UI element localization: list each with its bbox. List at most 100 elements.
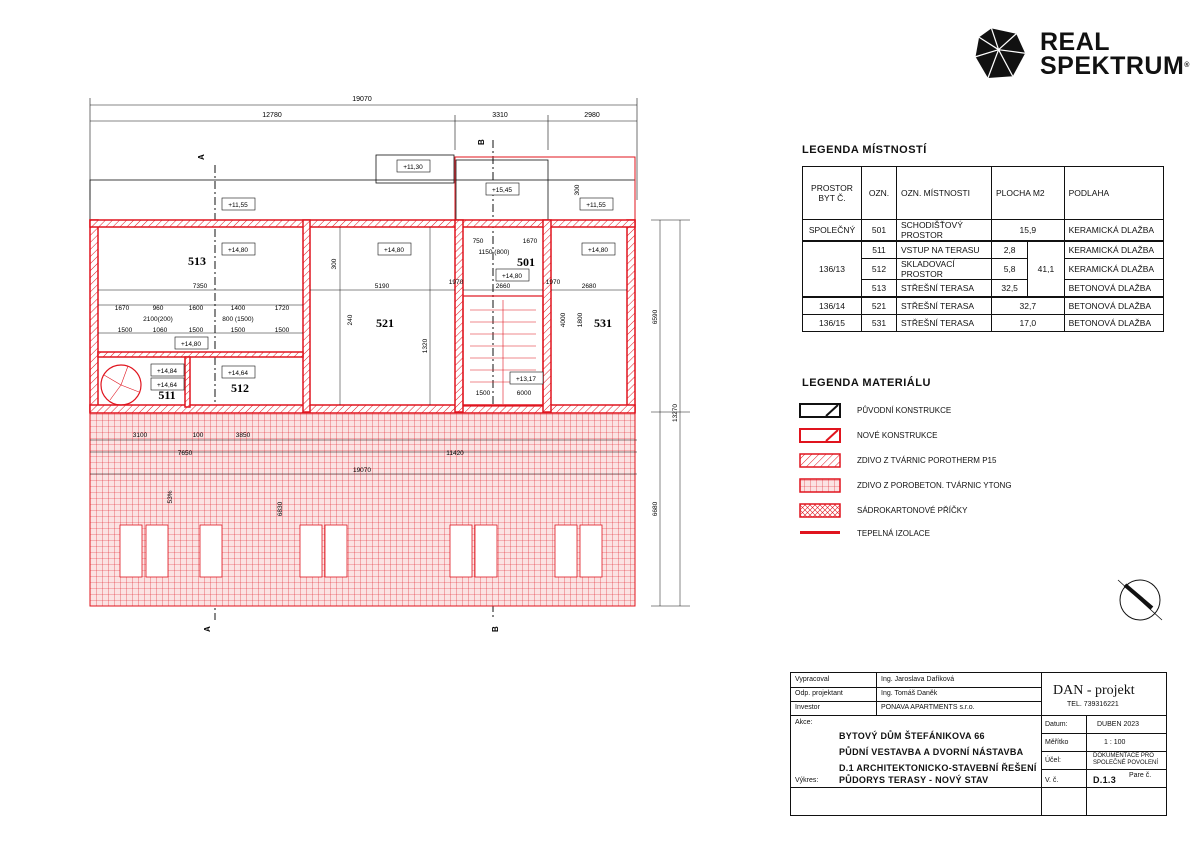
cell-name: SCHODIŠŤOVÝ PROSTOR: [896, 219, 992, 242]
dim-label: 2660: [496, 283, 511, 290]
label-odp: Odp. projektant: [795, 690, 843, 697]
table-row: 136/13 511 VSTUP NA TERASU 2,8 41,1 KERA…: [802, 240, 1165, 298]
dim-label: 1970: [546, 279, 561, 286]
legend-label: NOVÉ KONSTRUKCE: [857, 431, 938, 440]
level-label: +14,80: [228, 247, 248, 254]
cell-floor: BETONOVÁ DLAŽBA: [1063, 314, 1165, 332]
akce-line3: D.1 ARCHITEKTONICKO-STAVEBNÍ ŘEŠENÍ: [839, 763, 1037, 773]
cell-name: SKLADOVACÍ PROSTOR: [896, 258, 992, 280]
room-512: 512: [231, 381, 249, 395]
table-row: 136/15 531 STŘEŠNÍ TERASA 17,0 BETONOVÁ …: [802, 314, 1165, 332]
table-row: 513 STŘEŠNÍ TERASA 32,5 BETONOVÁ DLAŽBA: [803, 279, 1165, 298]
dim-label: 300: [331, 258, 338, 269]
label-meritko: Měřítko: [1045, 739, 1069, 746]
cell-area: 5,8: [990, 258, 1029, 280]
dim-label: 1500: [476, 390, 491, 397]
cell-prostor: 136/15: [802, 314, 862, 332]
dim-label: 6830: [277, 501, 284, 516]
registered-mark: ®: [1184, 62, 1190, 69]
cell-name: STŘEŠNÍ TERASA: [896, 279, 992, 298]
title-block: Vypracoval Ing. Jaroslava Dafíková Odp. …: [790, 672, 1167, 816]
logo-icon: [975, 28, 1026, 79]
slope-label: 53%: [167, 490, 174, 503]
cell-area: 32,7: [991, 296, 1065, 315]
akce-line1: BYTOVÝ DŮM ŠTEFÁNIKOVA 66: [839, 731, 985, 741]
dim-label: 1670: [523, 238, 538, 245]
room-511: 511: [158, 388, 175, 402]
level-label: +14,80: [502, 273, 522, 280]
value-ucel2: SPOLEČNÉ POVOLENÍ: [1093, 760, 1159, 766]
level-label: +14,80: [181, 341, 201, 348]
label-akce: Akce:: [795, 719, 813, 726]
level-label: +14,64: [228, 370, 248, 377]
cell-prostor: SPOLEČNÝ: [802, 219, 862, 242]
cell-area: 17,0: [991, 314, 1065, 332]
cell-area: 32,5: [990, 279, 1029, 298]
level-label: +11,30: [403, 164, 423, 171]
dim-label: 4000: [560, 312, 567, 327]
dim-label: 6590: [652, 309, 659, 324]
cell-area: 2,8: [990, 240, 1029, 259]
value-odp: Ing. Tomáš Daněk: [881, 690, 938, 697]
legend-label: ZDIVO Z TVÁRNIC POROTHERM P15: [857, 456, 997, 465]
section-mark-b-bottom: B: [491, 626, 500, 632]
value-meritko: 1 : 100: [1104, 739, 1126, 746]
cell-ozn: 512: [861, 258, 897, 280]
value-vypracoval: Ing. Jaroslava Dafíková: [881, 676, 955, 683]
dim-label: 1500: [118, 327, 133, 334]
table-row: 136/14 521 STŘEŠNÍ TERASA 32,7 BETONOVÁ …: [802, 296, 1165, 315]
brand-line1: REAL: [1040, 28, 1111, 56]
label-pare: Pare č.: [1129, 772, 1152, 779]
header-ozn: OZN.: [861, 166, 897, 220]
cell-ozn: 531: [861, 314, 897, 332]
cell-prostor: 136/14: [802, 296, 862, 315]
section-mark-a-top: A: [197, 154, 206, 160]
section-mark-a-bottom: A: [203, 626, 212, 632]
table-row: SPOLEČNÝ 501 SCHODIŠŤOVÝ PROSTOR 15,9 KE…: [802, 219, 1165, 242]
value-datum: DUBEN 2023: [1097, 721, 1140, 728]
dim-label: 6000: [517, 390, 532, 397]
cell-ozn: 501: [861, 219, 897, 242]
legend-label: ZDIVO Z POROBETON. TVÁRNIC YTONG: [857, 481, 1012, 490]
dim-top-left: 12780: [262, 112, 282, 119]
value-vykres: PŮDORYS TERASY - NOVÝ STAV: [839, 775, 989, 785]
legend-materials-title: LEGENDA MATERIÁLU: [802, 377, 931, 389]
cell-ozn: 513: [861, 279, 897, 298]
legend-label: TEPELNÁ IZOLACE: [857, 529, 930, 538]
dim-label: 5190: [375, 283, 390, 290]
label-vykres: Výkres:: [795, 777, 819, 784]
dim-label: 240: [347, 314, 354, 325]
dim-label: 3100: [133, 432, 148, 439]
cell-name: STŘEŠNÍ TERASA: [896, 314, 992, 332]
value-investor: PONAVA APARTMENTS s.r.o.: [881, 704, 975, 711]
company-tel: TEL. 739316221: [1067, 701, 1119, 708]
cell-floor: KERAMICKÁ DLAŽBA: [1063, 219, 1165, 242]
header-prostor: PROSTOR BYT Č.: [802, 166, 862, 220]
dim-label: 6680: [652, 501, 659, 516]
level-label: +13,17: [516, 376, 536, 383]
dim-label: 7350: [193, 283, 208, 290]
level-label: +14,84: [157, 368, 177, 375]
dim-label: 1400: [231, 305, 246, 312]
level-label: +14,80: [588, 247, 608, 254]
room-513: 513: [188, 254, 206, 268]
header-area: PLOCHA M2: [991, 166, 1065, 220]
legend-label: PŮVODNÍ KONSTRUKCE: [857, 406, 952, 415]
dim-label: 2100(200): [143, 316, 173, 323]
dim-label: 13270: [672, 404, 679, 422]
dim-label: 300: [574, 184, 581, 195]
dim-top-right: 2980: [584, 112, 600, 119]
dim-label: 800 (1500): [222, 316, 253, 323]
cell-floor: BETONOVÁ DLAŽBA: [1063, 279, 1165, 298]
dim-label: 1970: [449, 279, 464, 286]
akce-line2: PŮDNÍ VESTAVBA A DVORNÍ NÁSTAVBA: [839, 747, 1024, 757]
legend-rooms-title: LEGENDA MÍSTNOSTÍ: [802, 144, 927, 156]
brand-line2: SPEKTRUM: [1040, 52, 1185, 80]
level-label: +14,80: [384, 247, 404, 254]
label-datum: Datum:: [1045, 721, 1068, 728]
dim-label: 1500: [231, 327, 246, 334]
label-investor: Investor: [795, 704, 820, 711]
value-vc: D.1.3: [1093, 775, 1117, 785]
room-legend-table: PROSTOR BYT Č. OZN. OZN. MÍSTNOSTI PLOCH…: [802, 166, 1165, 332]
